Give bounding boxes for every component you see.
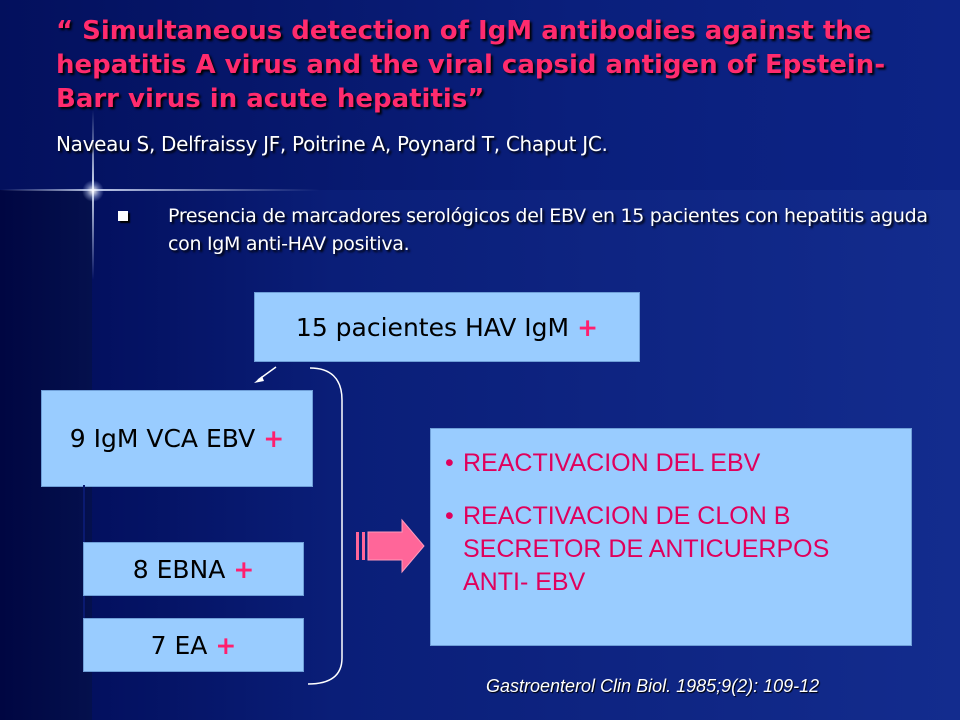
square-bullet-icon [118,211,128,221]
plus-sign: + [233,554,255,584]
plus-sign: + [263,424,285,453]
conclusion-text-cont: ANTI- EBV [463,568,586,596]
box-vca-label: 9 IgM VCA EBV [69,424,256,453]
citation: Gastroenterol Clin Biol. 1985;9(2): 109-… [486,676,820,696]
dot-bullet-icon: • [445,502,454,530]
conclusion-text-cont: SECRETOR DE ANTICUERPOS [463,535,830,563]
box-ebna: 8 EBNA + [83,542,304,596]
plus-sign: + [577,312,599,342]
box-ea-label: 7 EA [150,630,208,660]
bullet-text: Presencia de marcadores serológicos del … [168,205,928,255]
plus-sign: + [215,630,237,660]
conclusion-item: • REACTIVACION DE CLON B [445,500,911,533]
block-arrow-icon [356,518,425,574]
conclusion-item: • REACTIVACION DEL EBV [445,447,911,480]
box-total-patients: 15 pacientes HAV IgM + [254,292,640,362]
conclusion-text: REACTIVACION DEL EBV [463,449,761,477]
conclusion-text: REACTIVACION DE CLON B [463,502,791,530]
box-ea: 7 EA + [83,618,304,672]
pointer-arrow-icon [254,366,277,383]
connector-line [83,485,85,542]
bullet-item: Presencia de marcadores serológicos del … [118,202,948,258]
box-total-label: 15 pacientes HAV IgM [295,312,570,342]
conclusions-box: • REACTIVACION DEL EBV • REACTIVACION DE… [430,428,912,646]
decorative-sparkle [82,180,104,202]
authors-line: Naveau S, Delfraissy JF, Poitrine A, Poy… [56,132,608,156]
bracket-line [307,367,343,685]
decorative-horizontal-line [0,189,320,191]
slide-title: “ Simultaneous detection of IgM antibodi… [56,16,886,114]
box-ebna-label: 8 EBNA [132,554,226,584]
connector-line [83,594,85,618]
box-igm-vca: 9 IgM VCA EBV + [41,390,313,487]
dot-bullet-icon: • [445,449,454,477]
title-band [0,0,960,190]
